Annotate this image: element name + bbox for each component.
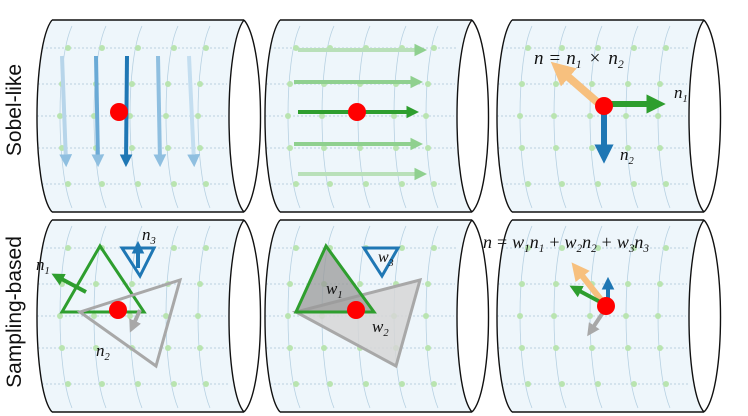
label-n1: n1 [674, 83, 688, 105]
arrow-n2 [129, 309, 142, 333]
arrow-vertical-mid [153, 55, 167, 168]
label-n2: n2 [96, 341, 111, 363]
panel-sampling-weights [264, 219, 490, 413]
label-n1: n1 [36, 255, 50, 277]
panel-sampling-sum [496, 219, 722, 413]
panel-sobel-horizontal [264, 19, 490, 213]
label-w2: w2 [372, 317, 389, 339]
label-w3: w3 [378, 249, 394, 269]
triangle-blue [361, 246, 401, 279]
sample-point [597, 297, 615, 315]
triangle-gray [76, 277, 183, 369]
formula-weighted-sum: n=w1n1+w2n2+w3n3 [483, 232, 649, 255]
arrow-n1 [51, 273, 87, 294]
row-label-sampling: Sampling-based [3, 236, 26, 388]
triangle-green-filled [293, 243, 377, 314]
sample-point [595, 97, 613, 115]
panel-sobel-vertical [36, 19, 262, 213]
panel-sobel-cross [496, 19, 722, 213]
panel-sampling-triangles [36, 219, 262, 413]
arrow-vertical-faded [187, 55, 201, 168]
row-label-sobel: Sobel-like [3, 64, 26, 156]
label-n2: n2 [620, 145, 635, 167]
triangle-green [59, 243, 147, 314]
label-w1: w1 [326, 279, 343, 301]
arrow-vertical-faded [59, 55, 73, 168]
label-n3: n3 [142, 225, 156, 247]
sample-point [348, 103, 366, 121]
arrow-vertical-mid [91, 55, 105, 168]
sample-point [347, 301, 365, 319]
formula-cross-product: n=n1×n2 [534, 48, 624, 71]
sample-point [109, 301, 127, 319]
sample-point [110, 103, 128, 121]
